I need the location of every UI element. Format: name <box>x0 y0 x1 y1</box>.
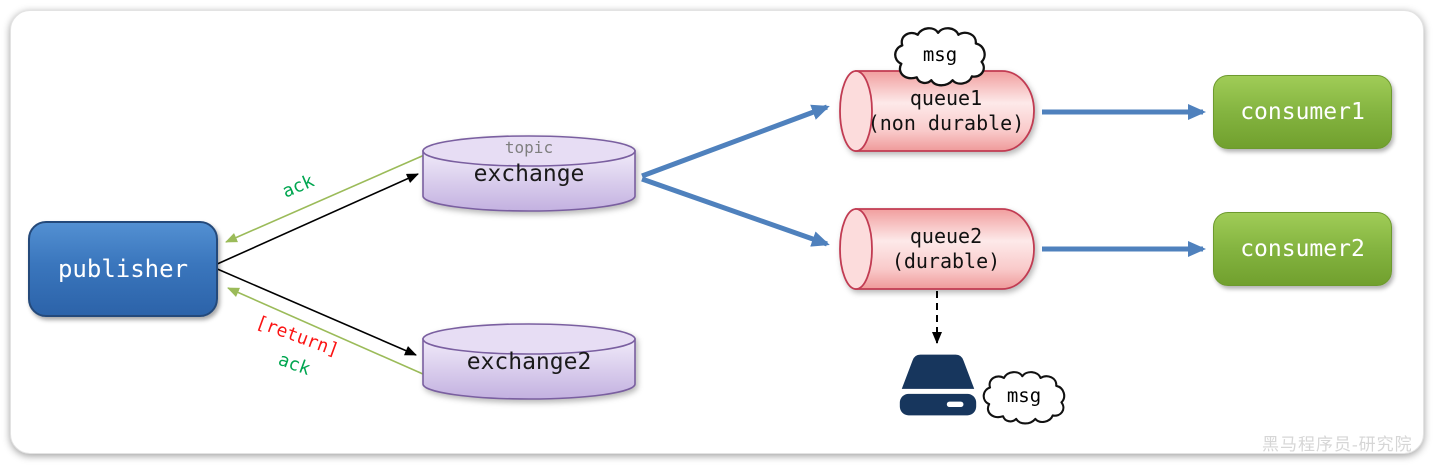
disk-icon <box>891 352 985 418</box>
publisher-label: publisher <box>57 255 189 283</box>
queue-cylinder-shape <box>839 208 1035 290</box>
queue1-durability: (non durable) <box>867 111 1025 135</box>
consumer2-label: consumer2 <box>1240 236 1365 262</box>
queue2-durability: (durable) <box>891 249 1001 273</box>
exchange2-label: exchange2 <box>466 349 592 375</box>
cloud-icon <box>982 371 1066 425</box>
queue-cylinder-shape <box>839 70 1035 152</box>
queue1-name: queue1 <box>909 86 983 110</box>
cloud-icon <box>894 27 986 87</box>
exchange-node: topic exchange <box>421 133 637 215</box>
msg-cloud-bottom: msg <box>978 371 1070 425</box>
cylinder-shape <box>422 323 636 400</box>
queue2-node: queue2 (durable) <box>836 207 1040 291</box>
msg-cloud-top: msg <box>890 27 990 87</box>
queue2-name: queue2 <box>909 224 983 248</box>
exchange-type-label: topic <box>504 138 554 157</box>
queue1-node: queue1 (non durable) <box>836 69 1040 153</box>
diagram-frame <box>10 10 1424 454</box>
consumer1-node: consumer1 <box>1213 75 1392 149</box>
exchange-label: exchange <box>473 161 585 187</box>
watermark-text: 黑马程序员-研究院 <box>1262 435 1413 454</box>
exchange2-node: exchange2 <box>421 321 637 403</box>
msg-cloud-bottom-label: msg <box>1006 385 1042 407</box>
msg-cloud-top-label: msg <box>922 44 958 66</box>
publisher-node: publisher <box>28 221 218 317</box>
consumer2-node: consumer2 <box>1213 212 1392 286</box>
cylinder-shape <box>422 135 636 212</box>
consumer1-label: consumer1 <box>1240 99 1365 125</box>
